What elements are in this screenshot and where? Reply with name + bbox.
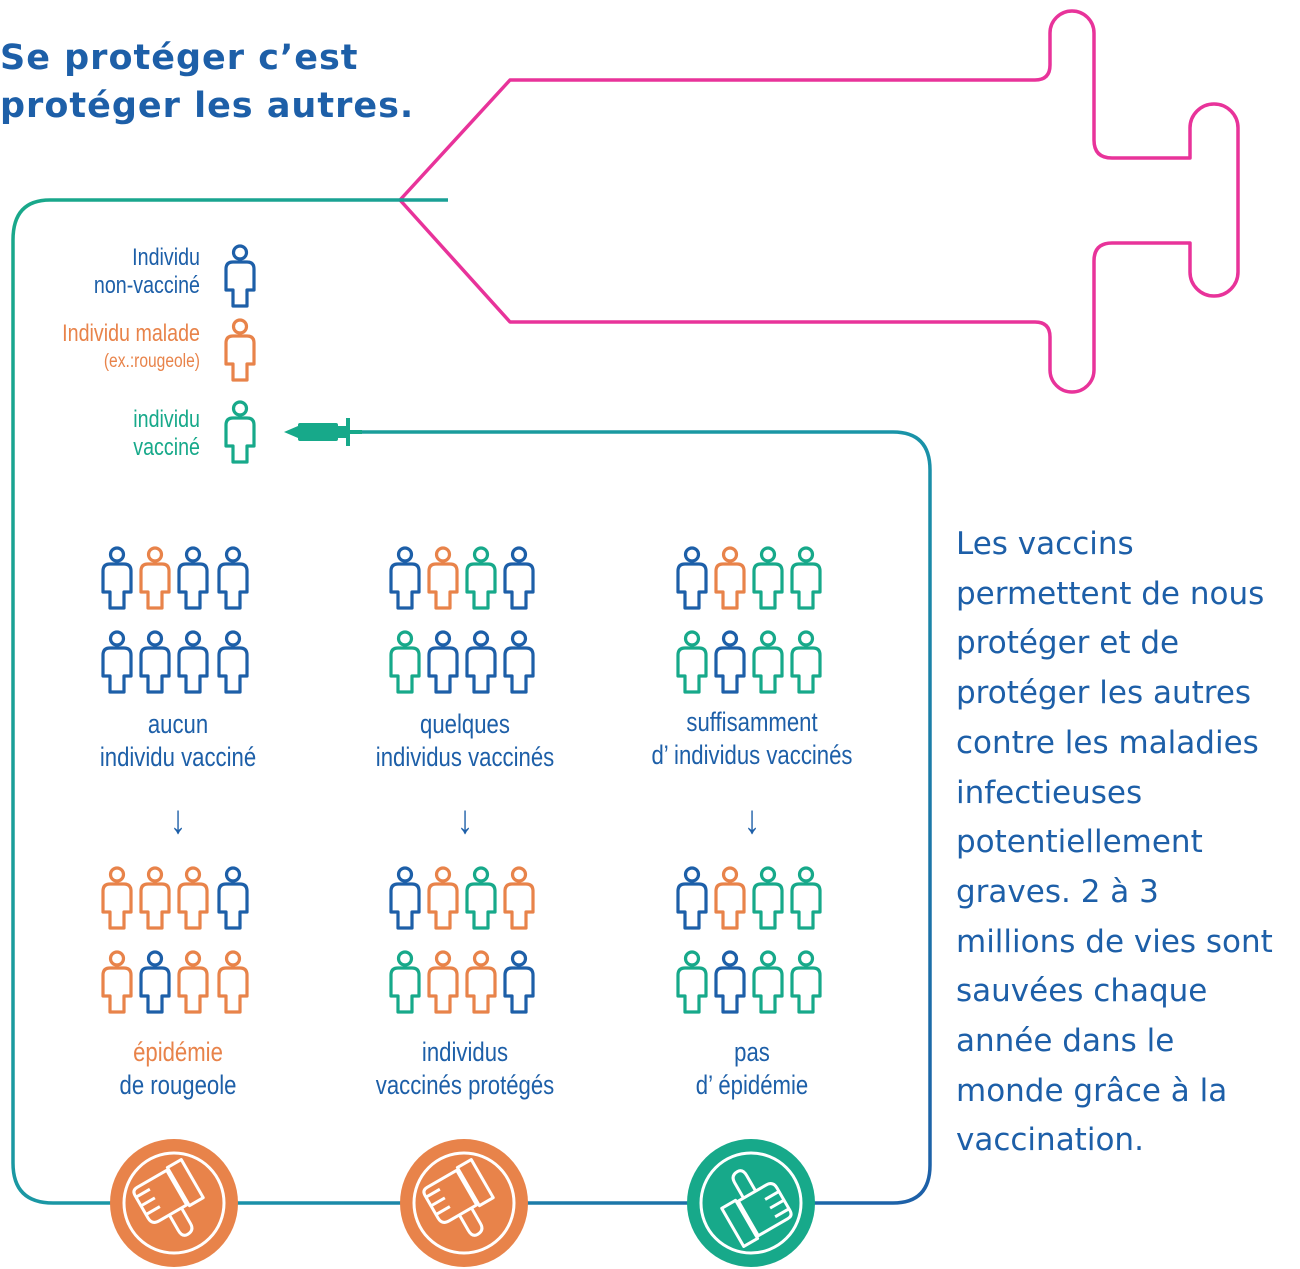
person-vaccinated-icon	[752, 630, 784, 694]
title-line-1: Se protéger c’est	[0, 38, 359, 78]
person-vaccinated-icon	[752, 546, 784, 610]
person-vaccinated-icon	[790, 630, 822, 694]
person-sick-icon	[714, 866, 746, 930]
page-title: Se protéger c’est protéger les autres.	[0, 34, 414, 130]
title-line-2: protéger les autres.	[0, 86, 415, 126]
scenario-2-arrow: ↓	[456, 798, 474, 842]
person-sick-icon	[177, 950, 209, 1014]
person-sick-icon	[427, 866, 459, 930]
scenario-1-arrow: ↓	[169, 798, 187, 842]
person-vaccinated-icon	[676, 630, 708, 694]
person-non-vaccinated-icon	[503, 546, 535, 610]
legend-sick-icon	[224, 318, 256, 382]
person-vaccinated-icon	[465, 866, 497, 930]
person-vaccinated-icon	[752, 866, 784, 930]
person-vaccinated-icon	[465, 546, 497, 610]
legend-non-vaccinated-icon	[224, 244, 256, 308]
small-syringe-icon	[284, 418, 362, 446]
person-vaccinated-icon	[752, 950, 784, 1014]
person-non-vaccinated-icon	[177, 630, 209, 694]
person-non-vaccinated-icon	[503, 630, 535, 694]
legend-vaccinated: individu vacciné	[133, 406, 200, 461]
syringe-outline	[398, 9, 1240, 394]
legend-vaccinated-icon	[224, 400, 256, 464]
person-non-vaccinated-icon	[389, 866, 421, 930]
legend-sick: Individu malade (ex.:rougeole)	[62, 320, 200, 372]
person-non-vaccinated-icon	[139, 950, 171, 1014]
people-layer	[101, 244, 822, 1014]
scenario-2-result: individus vaccinés protégés	[375, 1037, 555, 1100]
person-vaccinated-icon	[389, 630, 421, 694]
person-non-vaccinated-icon	[676, 866, 708, 930]
person-vaccinated-icon	[790, 866, 822, 930]
person-non-vaccinated-icon	[465, 630, 497, 694]
person-non-vaccinated-icon	[177, 546, 209, 610]
person-sick-icon	[101, 950, 133, 1014]
scenario-1-result: épidémie de rougeole	[119, 1037, 237, 1100]
thumbs-down-icon	[400, 1139, 528, 1267]
person-non-vaccinated-icon	[714, 630, 746, 694]
person-non-vaccinated-icon	[217, 546, 249, 610]
scenario-3-result: pas d’ épidémie	[695, 1037, 809, 1100]
person-sick-icon	[427, 950, 459, 1014]
person-vaccinated-icon	[676, 950, 708, 1014]
person-sick-icon	[714, 546, 746, 610]
person-sick-icon	[101, 866, 133, 930]
person-non-vaccinated-icon	[676, 546, 708, 610]
person-non-vaccinated-icon	[101, 630, 133, 694]
person-vaccinated-icon	[790, 546, 822, 610]
person-non-vaccinated-icon	[503, 950, 535, 1014]
thumbs-up-icon	[687, 1139, 815, 1267]
scenario-2-caption: quelques individus vaccinés	[375, 709, 555, 772]
person-non-vaccinated-icon	[714, 950, 746, 1014]
side-description: Les vaccins permettent de nous protéger …	[956, 526, 1273, 1159]
legend-non-vaccinated: Individu non-vacciné	[93, 244, 200, 299]
person-non-vaccinated-icon	[101, 546, 133, 610]
person-vaccinated-icon	[790, 950, 822, 1014]
person-sick-icon	[503, 866, 535, 930]
person-sick-icon	[465, 950, 497, 1014]
outcome-badges	[110, 1139, 815, 1267]
scenario-3-arrow: ↓	[743, 798, 761, 842]
person-vaccinated-icon	[389, 950, 421, 1014]
scenario-1-caption: aucun individu vacciné	[99, 709, 257, 772]
person-non-vaccinated-icon	[217, 866, 249, 930]
scenario-3-caption: suffisamment d’ individus vaccinés	[651, 707, 853, 770]
person-non-vaccinated-icon	[139, 630, 171, 694]
person-non-vaccinated-icon	[217, 630, 249, 694]
person-non-vaccinated-icon	[427, 630, 459, 694]
person-non-vaccinated-icon	[389, 546, 421, 610]
person-sick-icon	[217, 950, 249, 1014]
person-sick-icon	[177, 866, 209, 930]
person-sick-icon	[427, 546, 459, 610]
person-sick-icon	[139, 866, 171, 930]
person-sick-icon	[139, 546, 171, 610]
thumbs-down-icon	[110, 1139, 238, 1267]
